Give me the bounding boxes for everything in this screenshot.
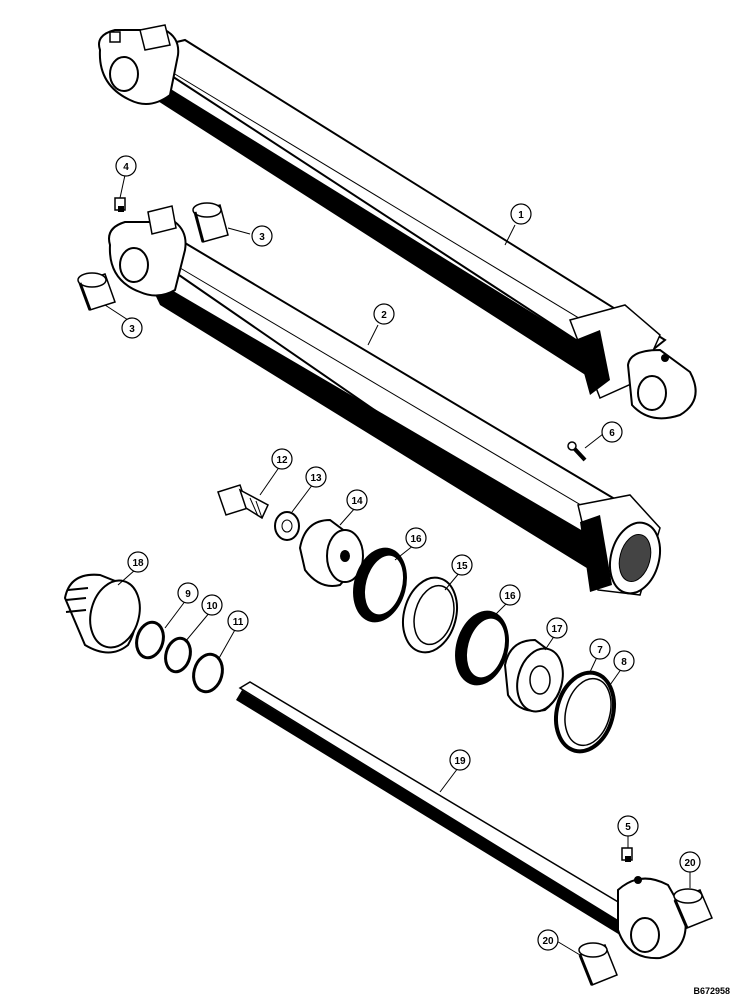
callout-16-lower: 16 — [504, 591, 516, 602]
callout-circles — [115, 155, 701, 951]
callout-20-right: 20 — [684, 858, 696, 869]
callout-9: 9 — [185, 589, 191, 600]
callout-17: 17 — [551, 624, 563, 635]
piston-14 — [298, 518, 364, 587]
callouts — [104, 174, 691, 956]
callout-20-left: 20 — [542, 936, 554, 947]
callout-8: 8 — [621, 657, 627, 668]
piston-rod-19 — [236, 681, 687, 960]
callout-3-lower: 3 — [129, 324, 135, 335]
callout-5: 5 — [625, 822, 631, 833]
callout-3-upper: 3 — [259, 232, 265, 243]
wear-ring-15 — [402, 576, 458, 654]
cylinder-assembly-1 — [98, 24, 697, 420]
reference-number: B672958 — [693, 986, 730, 996]
callout-1: 1 — [518, 210, 524, 221]
bushing-3-lower — [77, 272, 116, 311]
screw-6 — [567, 441, 587, 462]
ring-16-lower — [455, 610, 509, 686]
seal-7-ring-8 — [554, 670, 616, 754]
cylinder-tube-2 — [108, 205, 661, 596]
callout-14: 14 — [351, 496, 363, 507]
callout-2: 2 — [381, 310, 387, 321]
gland-17 — [503, 638, 564, 713]
callout-4: 4 — [123, 162, 129, 173]
callout-11: 11 — [233, 617, 244, 628]
callout-16-upper: 16 — [410, 534, 422, 545]
seal-11 — [192, 652, 224, 694]
washer-13 — [274, 511, 300, 541]
callout-12: 12 — [276, 455, 288, 466]
bushing-20-left — [578, 942, 618, 986]
callout-18: 18 — [132, 558, 144, 569]
callout-6: 6 — [609, 428, 615, 439]
callout-7: 7 — [597, 645, 603, 656]
ring-16-upper — [353, 547, 407, 623]
bushing-20-right — [673, 888, 713, 929]
callout-15: 15 — [456, 561, 468, 572]
grease-fitting-5 — [621, 847, 633, 862]
bushing-3-upper — [192, 202, 229, 243]
grease-fitting-4 — [114, 197, 126, 212]
callout-13: 13 — [310, 473, 322, 484]
seal-10 — [164, 636, 192, 674]
head-18 — [63, 573, 141, 654]
seal-9 — [135, 620, 165, 660]
callout-labels: 1 2 3 3 4 5 6 7 8 9 10 11 12 13 14 15 16… — [123, 162, 696, 947]
callout-19: 19 — [454, 756, 466, 767]
bolt-12 — [217, 484, 269, 520]
callout-10: 10 — [206, 601, 218, 612]
